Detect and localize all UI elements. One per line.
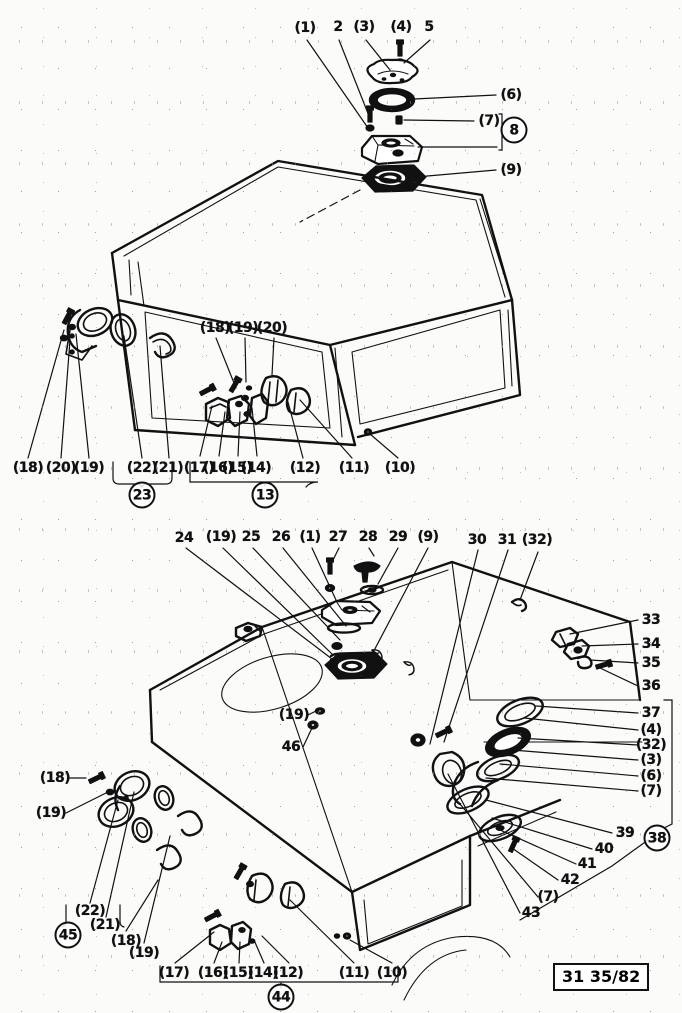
callout-37-label: 37 — [641, 705, 661, 721]
callout-9-label: (9) — [500, 162, 522, 178]
callout-27-label: 27 — [328, 529, 348, 545]
callout-45-balloon: 45 — [54, 921, 82, 949]
callout-18-label: (18) — [110, 933, 142, 949]
callout-18-label: (18) — [12, 460, 44, 476]
callout-35-label: 35 — [641, 655, 661, 671]
callout-15-label: (15) — [221, 460, 253, 476]
callout-20-label: (20) — [45, 460, 77, 476]
callout-12-label: (12) — [272, 965, 304, 981]
callout-21-label: (21) — [152, 460, 184, 476]
callout-10-label: (10) — [384, 460, 416, 476]
callout-14-label: (14) — [240, 460, 272, 476]
callout-17-label: (17) — [158, 965, 190, 981]
callout-19-label: (19) — [205, 529, 237, 545]
callout-17-label: (17) — [183, 460, 215, 476]
callout-13-balloon: 13 — [251, 481, 279, 509]
callout-18-label: (18) — [39, 770, 71, 786]
callout-14-label: (14) — [247, 965, 279, 981]
callout-24-label: 24 — [174, 530, 194, 546]
callout-7-label: (7) — [478, 113, 500, 129]
callout-43-label: 43 — [521, 905, 541, 921]
callout-19-label: (19) — [35, 805, 67, 821]
callout-25-label: 25 — [241, 529, 261, 545]
callout-4-label: (4) — [640, 722, 662, 738]
callout-18-label: (18) — [199, 320, 231, 336]
callout-23-balloon: 23 — [128, 481, 156, 509]
callout-19-label: (19) — [128, 945, 160, 961]
callout-15-label: (15) — [222, 965, 254, 981]
callout-46-label: 46 — [281, 739, 301, 755]
callout-21-label: (21) — [89, 917, 121, 933]
callout-7-label: (7) — [537, 889, 559, 905]
callout-42-label: 42 — [560, 872, 580, 888]
callout-39-label: 39 — [615, 825, 635, 841]
callout-11-label: (11) — [338, 965, 370, 981]
callout-7-label: (7) — [640, 783, 662, 799]
callout-3-label: (3) — [640, 752, 662, 768]
callout-8-balloon: 8 — [500, 116, 528, 144]
callout-31-label: 31 — [497, 532, 517, 548]
callout-38-balloon: 38 — [643, 824, 671, 852]
callout-5-label: 5 — [424, 19, 434, 35]
callout-30-label: 30 — [467, 532, 487, 548]
callout-9-label: (9) — [417, 529, 439, 545]
drawing-number-box: 31 35/82 — [553, 963, 650, 991]
callout-6-label: (6) — [500, 87, 522, 103]
callout-10-label: (10) — [376, 965, 408, 981]
callout-44-balloon: 44 — [267, 983, 295, 1011]
callout-20-label: (20) — [256, 320, 288, 336]
callout-19-label: (19) — [278, 707, 310, 723]
callout-11-label: (11) — [338, 460, 370, 476]
callout-36-label: 36 — [641, 678, 661, 694]
callout-26-label: 26 — [271, 529, 291, 545]
callout-12-label: (12) — [289, 460, 321, 476]
callout-33-label: 33 — [641, 612, 661, 628]
callout-3-label: (3) — [353, 19, 375, 35]
callout-40-label: 40 — [594, 841, 614, 857]
callout-19-label: (19) — [227, 320, 259, 336]
callout-22-label: (22) — [74, 903, 106, 919]
callout-32-label: (32) — [635, 737, 667, 753]
callout-16-label: (16) — [197, 965, 229, 981]
callout-1-label: (1) — [299, 529, 321, 545]
callout-34-label: 34 — [641, 636, 661, 652]
callout-16-label: (16) — [202, 460, 234, 476]
callout-19-label: (19) — [73, 460, 105, 476]
callout-1-label: (1) — [294, 20, 316, 36]
callout-28-label: 28 — [358, 529, 378, 545]
callout-41-label: 41 — [577, 856, 597, 872]
callout-4-label: (4) — [390, 19, 412, 35]
callout-29-label: 29 — [388, 529, 408, 545]
callout-22-label: (22) — [126, 460, 158, 476]
callout-6-label: (6) — [640, 768, 662, 784]
callout-32-label: (32) — [521, 532, 553, 548]
callout-2-label: 2 — [333, 19, 343, 35]
